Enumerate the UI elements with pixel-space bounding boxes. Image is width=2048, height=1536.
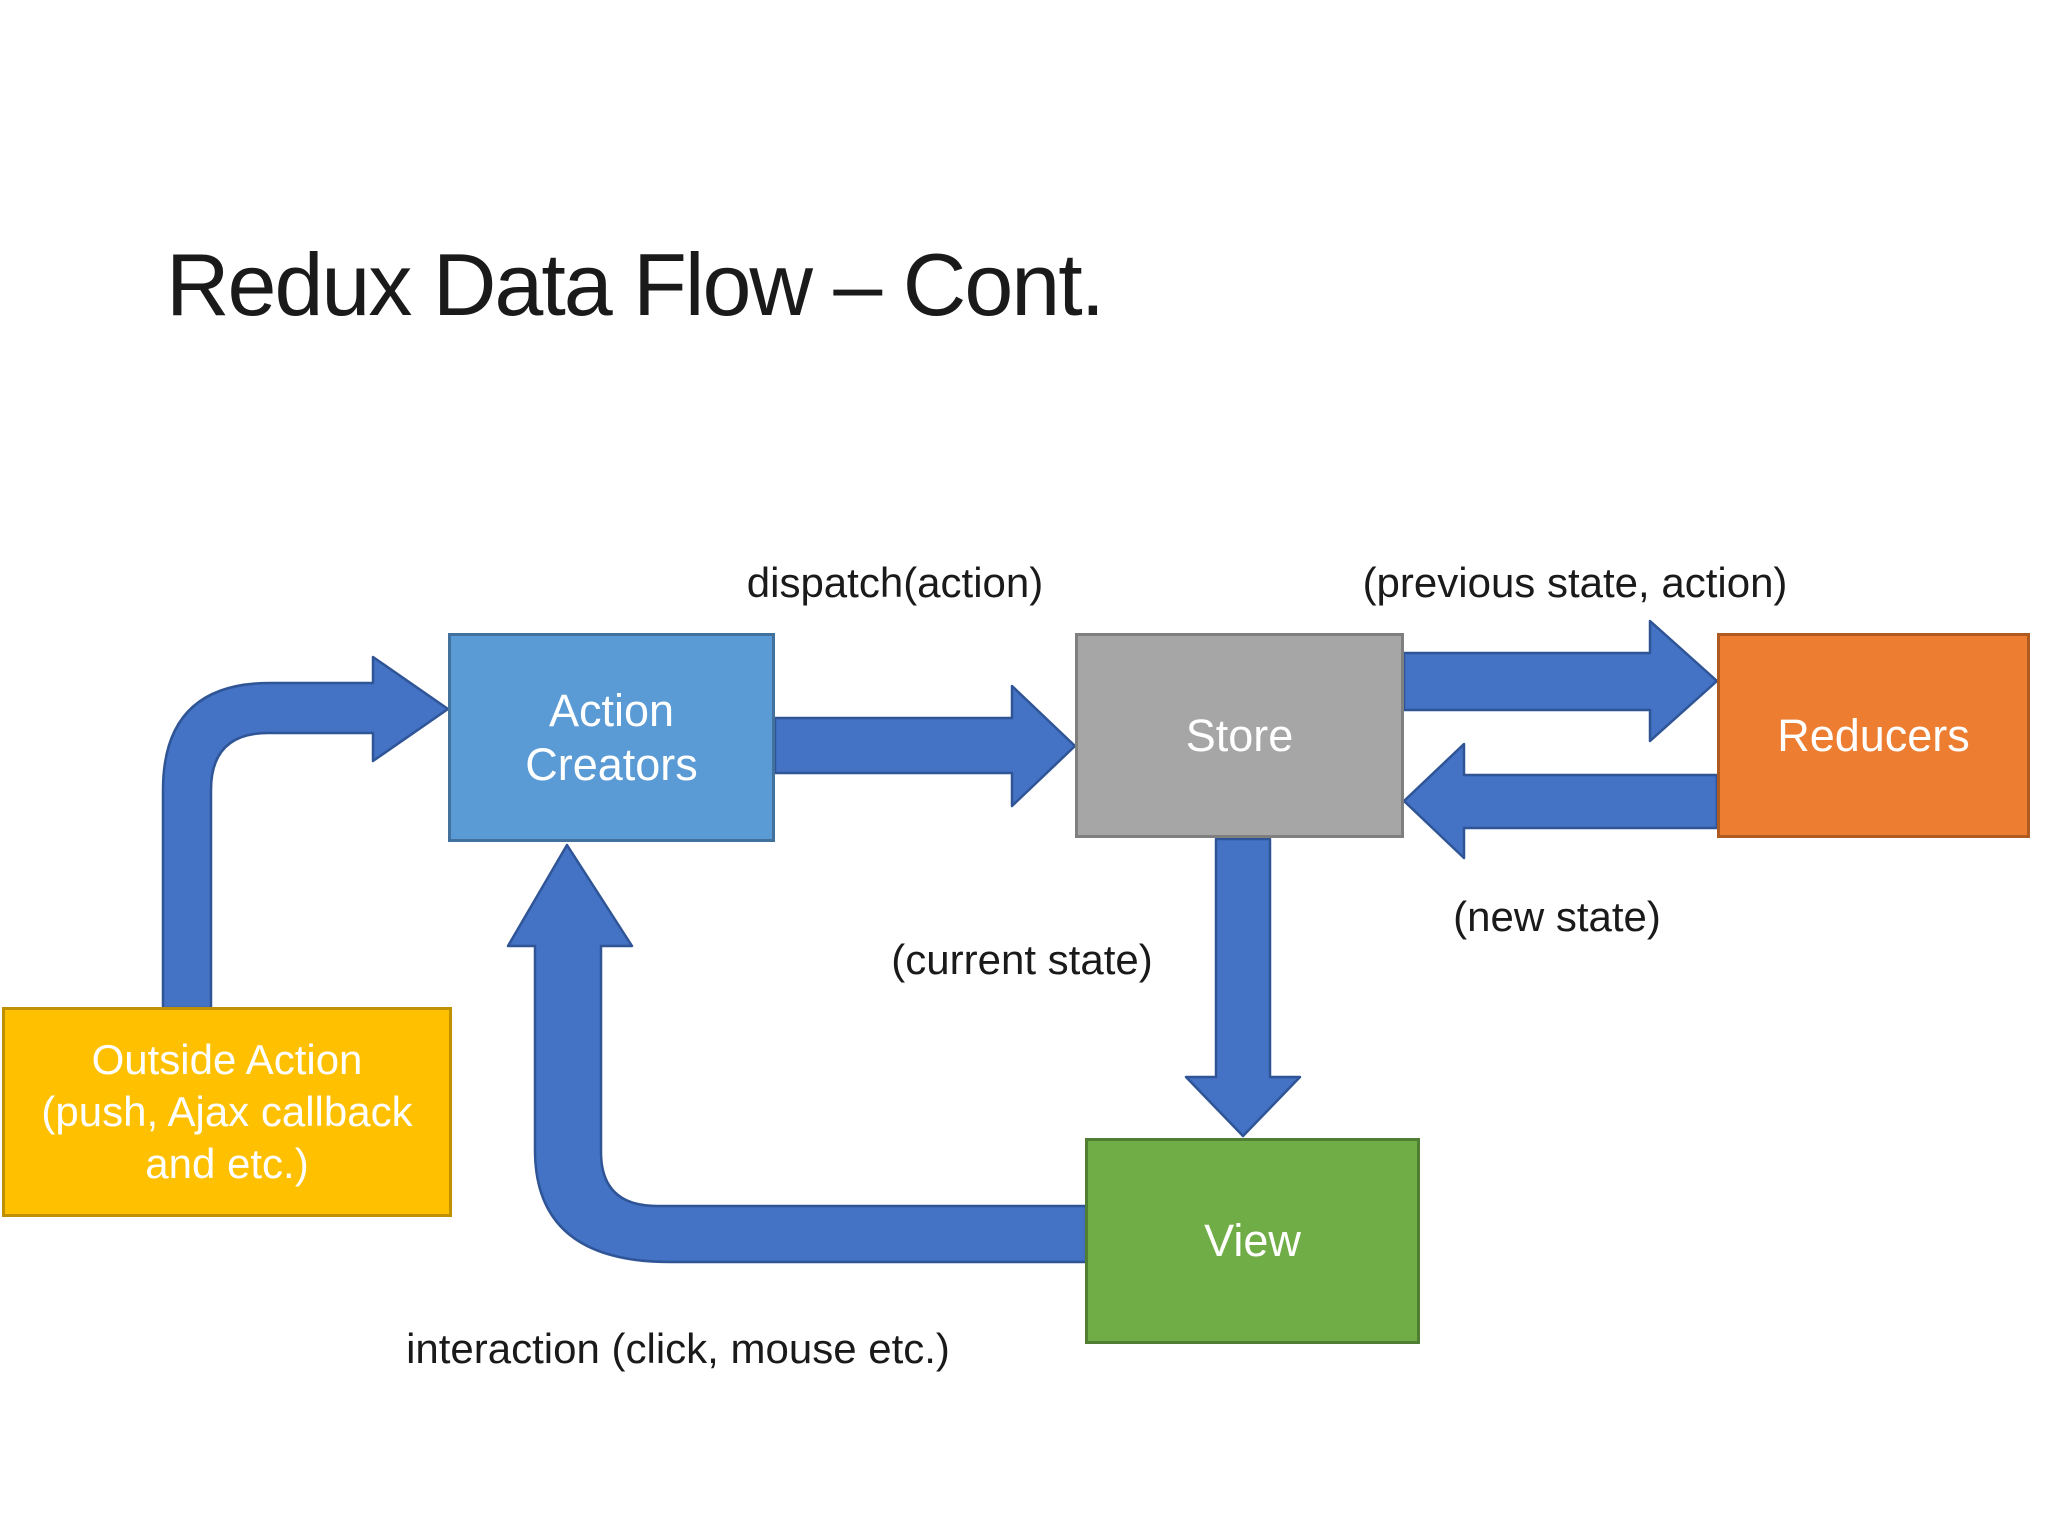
edge-label-dispatch: dispatch(action)	[746, 559, 1044, 606]
node-reducers-label: Reducers	[1777, 709, 1970, 761]
node-outside-action-label: Outside Action (push, Ajax callback and …	[41, 1036, 413, 1187]
node-action-creators-label: Action Creators	[525, 684, 698, 790]
edge-label-previous-state-action: (previous state, action)	[1362, 559, 1788, 606]
edge-label-new-state: (new state)	[1453, 893, 1661, 940]
node-outside-action: Outside Action (push, Ajax callback and …	[2, 1007, 452, 1217]
arrow-store-to-reducers	[1402, 619, 1719, 743]
page-title: Redux Data Flow – Cont.	[166, 234, 1105, 334]
edge-label-current-state: (current state)	[891, 936, 1153, 983]
arrow-view-to-action-creators	[506, 843, 1088, 1264]
arrow-reducers-to-store	[1402, 742, 1719, 860]
arrow-dispatch-action-creators-to-store	[773, 684, 1077, 808]
arrow-store-to-view	[1184, 837, 1302, 1138]
edge-label-interaction: interaction (click, mouse etc.)	[406, 1325, 950, 1372]
node-view-label: View	[1204, 1215, 1301, 1266]
arrow-outside-action-to-action-creators	[161, 655, 450, 1010]
node-view: View	[1085, 1138, 1420, 1344]
node-action-creators: Action Creators	[448, 633, 775, 842]
node-store: Store	[1075, 633, 1404, 838]
node-store-label: Store	[1185, 709, 1294, 761]
node-reducers: Reducers	[1717, 633, 2030, 838]
